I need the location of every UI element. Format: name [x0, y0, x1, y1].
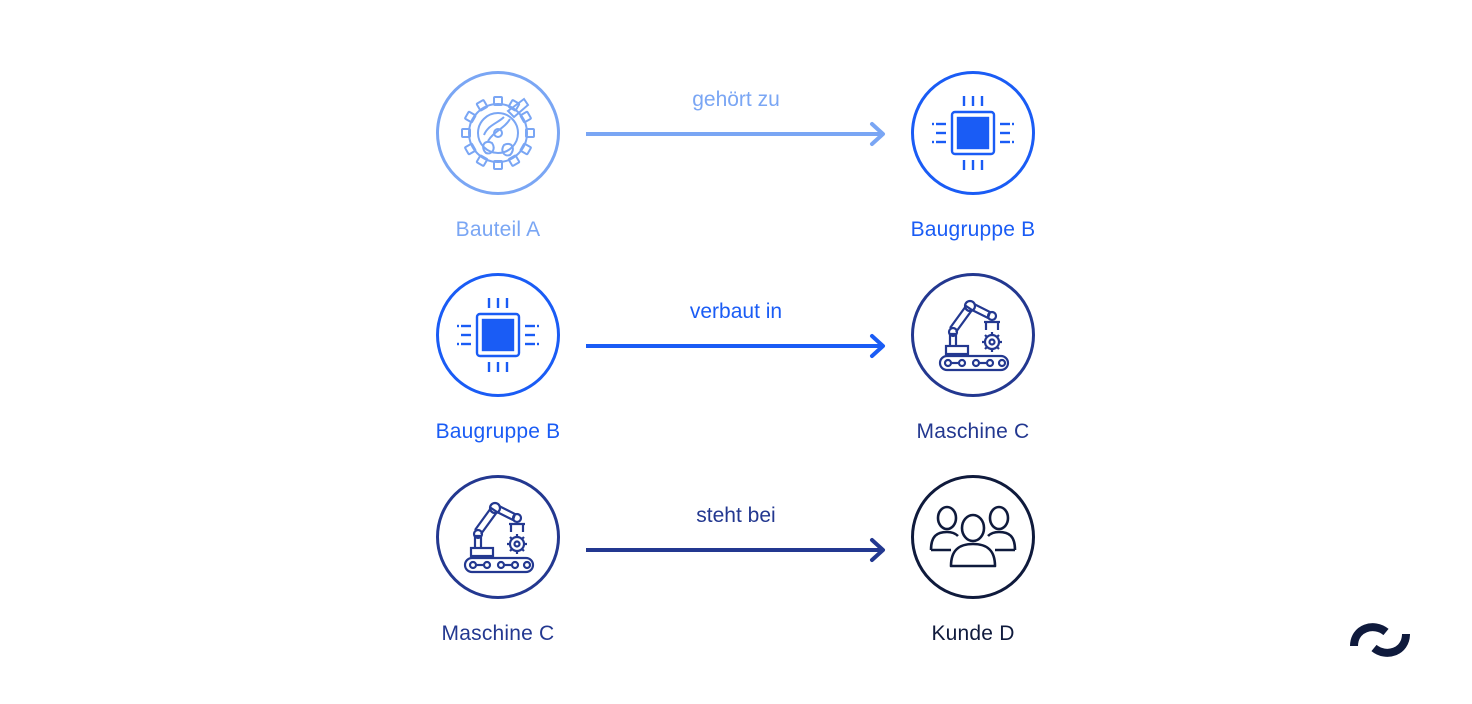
customers-group-icon	[911, 475, 1035, 599]
robot-arm-icon	[911, 273, 1035, 397]
chip-icon	[436, 273, 560, 397]
node-maschine-c-source: Maschine C	[408, 475, 588, 646]
node-label: Maschine C	[441, 622, 555, 645]
arrow-head-icon	[870, 334, 885, 358]
node-label: Bauteil A	[455, 218, 541, 241]
arrow-head-icon	[870, 122, 885, 146]
node-label: Maschine C	[916, 420, 1030, 443]
edge-gehoert-zu: gehört zu	[586, 88, 888, 154]
chip-icon	[911, 71, 1035, 195]
robot-arm-icon	[436, 475, 560, 599]
arrow-head-icon	[870, 538, 885, 562]
node-baugruppe-b-target: Baugruppe B	[883, 71, 1063, 242]
node-label: Kunde D	[931, 622, 1015, 645]
node-bauteil-a: Bauteil A	[408, 71, 588, 242]
node-kunde-d: Kunde D	[883, 475, 1063, 646]
edge-verbaut-in: verbaut in	[586, 300, 888, 366]
edge-label: gehört zu	[692, 88, 780, 111]
edge-steht-bei: steht bei	[586, 504, 888, 570]
gear-component-icon	[436, 71, 560, 195]
node-label: Baugruppe B	[910, 218, 1036, 241]
edge-label: verbaut in	[689, 300, 783, 323]
node-label: Baugruppe B	[435, 420, 561, 443]
edge-label: steht bei	[696, 504, 776, 527]
node-baugruppe-b-source: Baugruppe B	[408, 273, 588, 444]
node-maschine-c-target: Maschine C	[883, 273, 1063, 444]
brand-logo-icon	[1348, 618, 1412, 662]
